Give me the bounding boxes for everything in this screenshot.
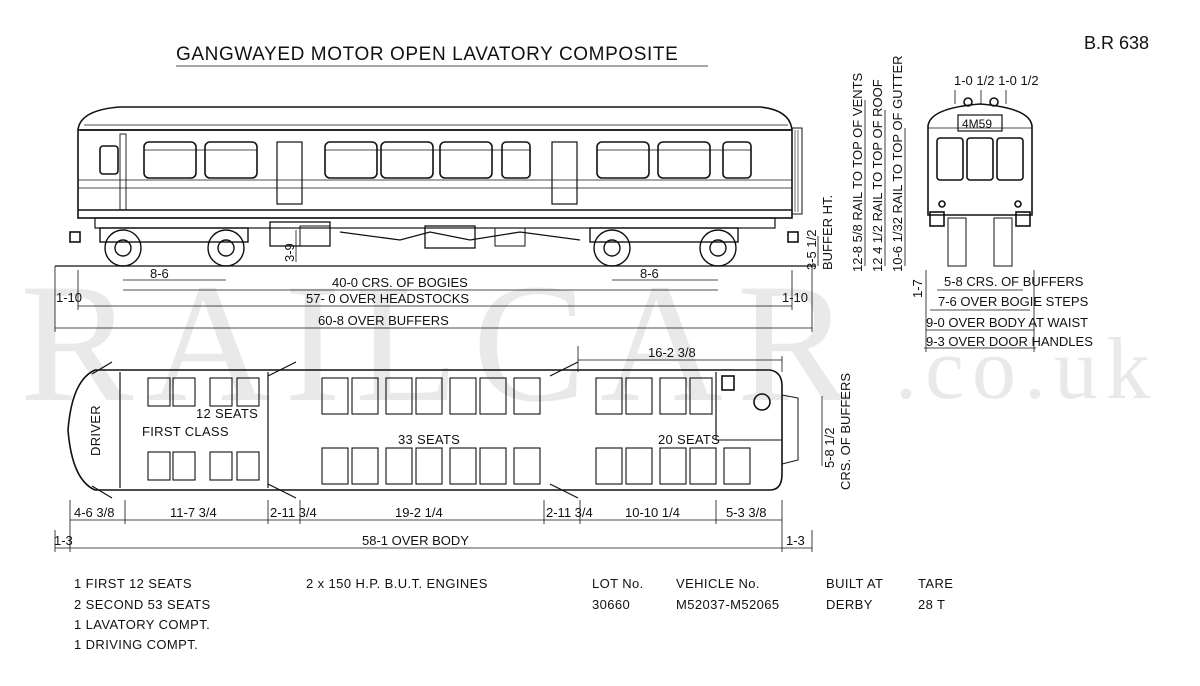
dim-over-headstocks: 57- 0 OVER HEADSTOCKS (306, 291, 469, 306)
table-header-lot: LOT No. (592, 576, 644, 591)
dim-step-height: 3-9 (282, 243, 297, 262)
seat-layout (147, 377, 751, 485)
plan-buffers-value: 5-8 1/2 (822, 428, 837, 468)
plan-driver: DRIVER (88, 405, 103, 456)
table-header-vehicle: VEHICLE No. (676, 576, 760, 591)
seg-5: 2-11 3/4 (546, 505, 593, 520)
side-dimension-lines (54, 100, 906, 332)
dim-headstock-right: 1-10 (782, 290, 808, 305)
dim-bogie-right: 8-6 (640, 266, 659, 281)
table-cell-tare: 28 T (918, 597, 946, 612)
drawing-ref: B.R 638 (1084, 33, 1149, 53)
table-cell-lot: 30660 (592, 597, 631, 612)
end-elevation (927, 90, 1033, 267)
table-cell-built: DERBY (826, 597, 873, 612)
headcode: 4M59 (962, 117, 992, 131)
dim-lower-small: 1-7 (910, 279, 925, 298)
accommodation-3: 1 LAVATORY COMPT. (74, 617, 211, 632)
accommodation-4: 1 DRIVING COMPT. (74, 637, 199, 652)
plan-right-section: 16-2 3/8 (648, 345, 696, 360)
dim-over-buffers: 60-8 OVER BUFFERS (318, 313, 449, 328)
end-bogie-steps: 7-6 OVER BOGIE STEPS (938, 294, 1089, 309)
seg-7: 5-3 3/8 (726, 505, 766, 520)
seg-2: 11-7 3/4 (170, 505, 217, 520)
dim-crs-bogies: 40-0 CRS. OF BOGIES (332, 275, 468, 290)
seg-4: 19-2 1/4 (395, 505, 443, 520)
watermark-domain: .co.uk (895, 321, 1158, 418)
dim-buffer-value: 3-5 1/2 (804, 230, 819, 270)
end-body-waist: 9-0 OVER BODY AT WAIST (926, 315, 1088, 330)
accommodation-1: 1 FIRST 12 SEATS (74, 576, 192, 591)
engines-note: 2 x 150 H.P. B.U.T. ENGINES (306, 576, 488, 591)
dim-headstock-left: 1-10 (56, 290, 82, 305)
end-dimension-lines (924, 270, 1036, 352)
seg-1: 4-6 3/8 (74, 505, 114, 520)
plan-first-seats: 12 SEATS (196, 406, 258, 421)
dim-vents: 12-8 5/8 RAIL TO TOP OF VENTS (850, 72, 865, 272)
plan-end-right: 1-3 (786, 533, 805, 548)
dim-bogie-left: 8-6 (150, 266, 169, 281)
table-header-tare: TARE (918, 576, 954, 591)
end-door-handles: 9-3 OVER DOOR HANDLES (926, 334, 1093, 349)
seg-3: 2-11 3/4 (270, 505, 317, 520)
side-elevation (55, 106, 815, 267)
table-cell-vehicle: M52037-M52065 (676, 597, 780, 612)
accommodation-2: 2 SECOND 53 SEATS (74, 597, 211, 612)
end-crs-buffers: 5-8 CRS. OF BUFFERS (944, 274, 1084, 289)
plan-20-seats: 20 SEATS (658, 432, 720, 447)
plan-dimension-lines (54, 346, 823, 552)
drawing-title: GANGWAYED MOTOR OPEN LAVATORY COMPOSITE (176, 44, 678, 65)
plan-end-left: 1-3 (54, 533, 73, 548)
table-header-built: BUILT AT (826, 576, 884, 591)
plan-33-seats: 33 SEATS (398, 432, 460, 447)
seg-6: 10-10 1/4 (625, 505, 680, 520)
plan-over-body: 58-1 OVER BODY (362, 533, 469, 548)
plan-buffers-label: CRS. OF BUFFERS (838, 373, 853, 490)
dim-roof: 12 4 1/2 RAIL TO TOP OF ROOF (870, 79, 885, 272)
end-top-dims: 1-0 1/2 1-0 1/2 (954, 73, 1039, 88)
plan-view (67, 361, 799, 499)
dim-buffer-label: BUFFER HT. (820, 195, 835, 270)
dim-gutter: 10-6 1/32 RAIL TO TOP OF GUTTER (890, 55, 905, 272)
plan-first-class: FIRST CLASS (142, 424, 229, 439)
